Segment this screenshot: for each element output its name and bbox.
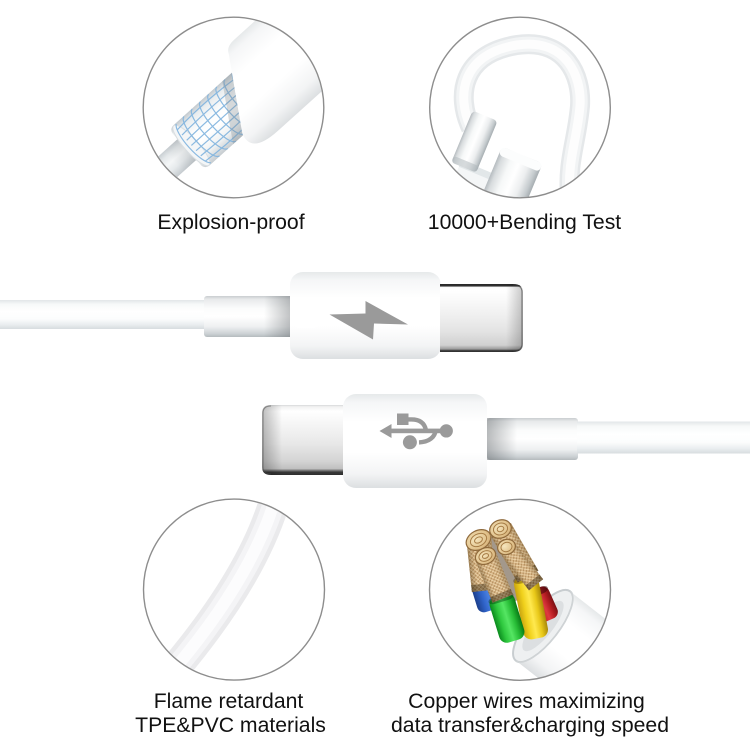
svg-text:Copper wires maximizing: Copper wires maximizing bbox=[408, 690, 645, 713]
svg-text:data transfer&charging speed: data transfer&charging speed bbox=[391, 714, 669, 737]
svg-text:Flame retardant: Flame retardant bbox=[154, 690, 304, 713]
svg-text:10000+Bending Test: 10000+Bending Test bbox=[428, 211, 622, 234]
svg-text:TPE&PVC materials: TPE&PVC materials bbox=[135, 714, 326, 737]
svg-text:Explosion-proof: Explosion-proof bbox=[157, 211, 304, 234]
